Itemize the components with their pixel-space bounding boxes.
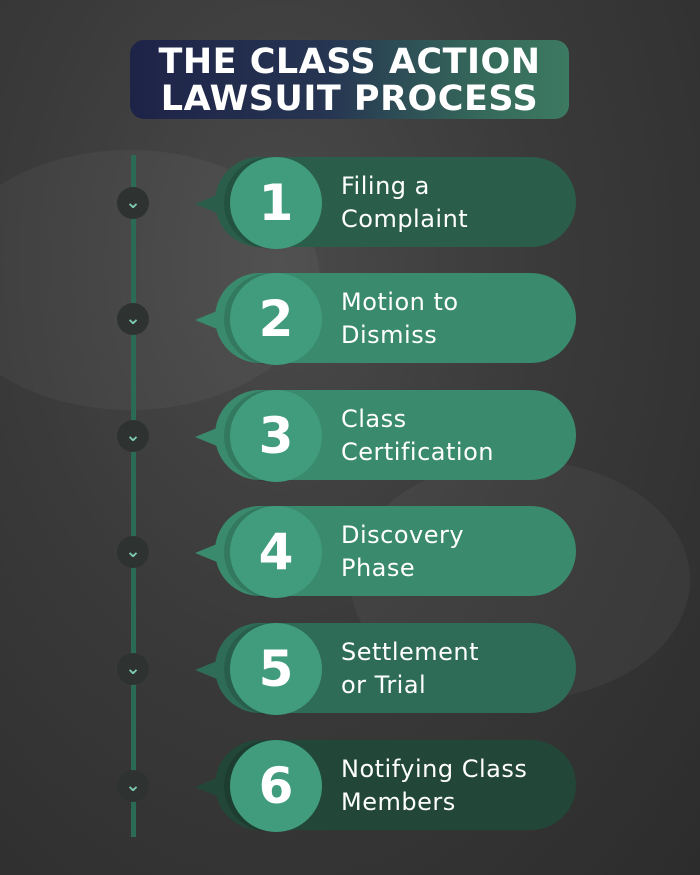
pointer-tail [195, 544, 217, 562]
step-number: 2 [230, 273, 322, 365]
step-label-line-2: Phase [341, 554, 416, 582]
pointer-tail [195, 311, 217, 329]
step-label-line-1: Discovery [341, 521, 465, 549]
step-label-line-1: Class [341, 405, 407, 433]
step-label: Class Certification [341, 403, 494, 469]
step-3: 3 Class Certification [195, 390, 576, 482]
step-label: Filing a Complaint [341, 170, 468, 236]
step-1: 1 Filing a Complaint [195, 157, 576, 249]
pointer-tail [195, 428, 217, 446]
step-label-line-1: Motion to [341, 288, 459, 316]
step-label: Discovery Phase [341, 519, 464, 585]
pointer-tail [195, 778, 217, 796]
chevron-down-icon: ⌄ [117, 653, 149, 685]
step-label: Notifying Class Members [341, 753, 527, 819]
chevron-down-icon: ⌄ [117, 770, 149, 802]
step-label: Settlement or Trial [341, 636, 479, 702]
step-number: 4 [230, 506, 322, 598]
step-label-line-2: Certification [341, 438, 494, 466]
step-2: 2 Motion to Dismiss [195, 273, 576, 365]
step-5: 5 Settlement or Trial [195, 623, 576, 715]
step-label-line-1: Settlement [341, 638, 480, 666]
pointer-tail [195, 661, 217, 679]
step-number: 1 [230, 157, 322, 249]
step-label-line-1: Filing a [341, 172, 430, 200]
step-6: 6 Notifying Class Members [195, 740, 576, 832]
step-label-line-1: Notifying Class [341, 755, 528, 783]
chevron-down-icon: ⌄ [117, 303, 149, 335]
step-number: 3 [230, 390, 322, 482]
title-line-1: THE CLASS ACTION [158, 42, 541, 82]
step-4: 4 Discovery Phase [195, 506, 576, 598]
pointer-tail [195, 195, 217, 213]
step-number: 5 [230, 623, 322, 715]
chevron-down-icon: ⌄ [117, 536, 149, 568]
step-label: Motion to Dismiss [341, 286, 459, 352]
chevron-down-icon: ⌄ [117, 187, 149, 219]
step-label-line-2: or Trial [341, 671, 427, 699]
step-number: 6 [230, 740, 322, 832]
step-label-line-2: Complaint [341, 205, 469, 233]
step-label-line-2: Members [341, 788, 456, 816]
chevron-down-icon: ⌄ [117, 420, 149, 452]
timeline-line [131, 155, 136, 837]
title-banner: THE CLASS ACTION LAWSUIT PROCESS [130, 40, 569, 119]
step-label-line-2: Dismiss [341, 321, 438, 349]
title-line-2: LAWSUIT PROCESS [160, 79, 539, 119]
